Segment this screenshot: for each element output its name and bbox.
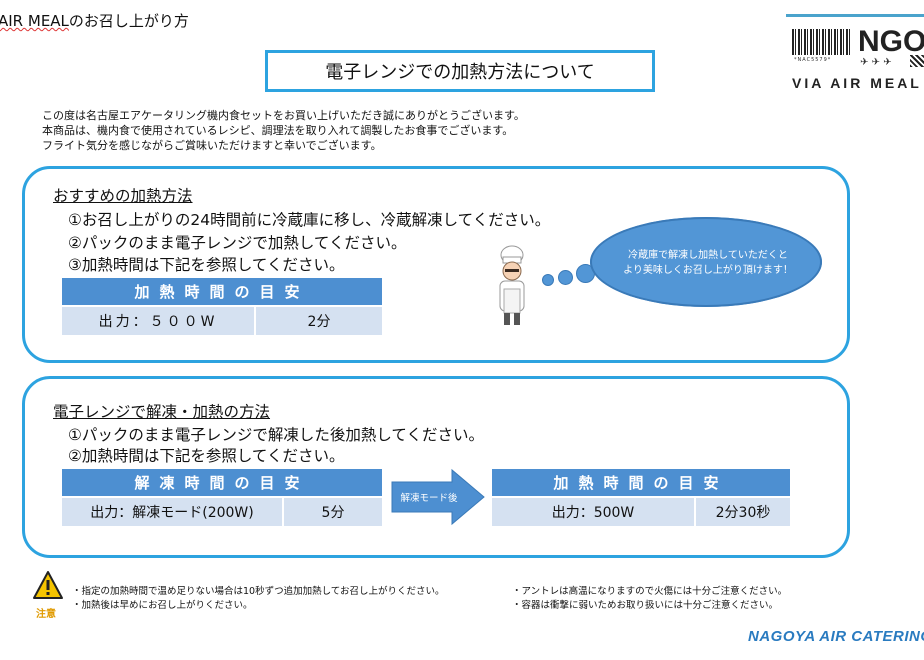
intro-line: この度は名古屋エアケータリング機内食セットをお買い上げいただき誠にありがとうござ… bbox=[42, 109, 525, 122]
thaw-time-cell: 5分 bbox=[284, 498, 382, 526]
air-meal-label: AIR MEAL bbox=[0, 12, 69, 30]
thought-bubble-dot bbox=[542, 274, 554, 286]
thaw-power-cell: 出力：解凍モード(200W) bbox=[62, 498, 282, 526]
caution-note: ・指定の加熱時間で温め足りない場合は10秒ずつ追加加熱してお召し上がりください。 bbox=[72, 586, 445, 597]
airplanes-icon: ✈ ✈ ✈ bbox=[860, 57, 892, 68]
tip-text: 冷蔵庫で解凍し加熱していただくと より美味しくお召し上がり頂けます！ bbox=[608, 248, 808, 278]
top-title-suffix: のお召し上がり方 bbox=[68, 12, 189, 30]
tip-line: より美味しくお召し上がり頂けます！ bbox=[623, 265, 793, 276]
heat-time-cell: 2分30秒 bbox=[696, 498, 790, 526]
intro-line: フライト気分を感じながらご賞味いただけますと幸いでございます。 bbox=[42, 139, 382, 152]
qr-code-icon bbox=[910, 55, 924, 67]
heat-power-cell: 出力：500W bbox=[492, 498, 694, 526]
chef-icon bbox=[499, 245, 525, 325]
thaw-heating-panel bbox=[22, 376, 850, 558]
company-footer-logo: NAGOYA AIR CATERING bbox=[748, 628, 924, 645]
heat-time-header: 加熱時間の目安 bbox=[492, 469, 790, 496]
caution-note: ・アントレは高温になりますので火傷には十分ご注意ください。 bbox=[512, 586, 788, 597]
section1-step-3: ③加熱時間は下記を参照してください。 bbox=[68, 256, 345, 274]
document-top-title: AIR MEALのお召し上がり方 bbox=[0, 10, 189, 31]
section1-step-2: ②パックのまま電子レンジで加熱してください。 bbox=[68, 234, 407, 252]
arrow-label: 解凍モード後 bbox=[400, 493, 458, 504]
caution-label: 注意 bbox=[36, 609, 56, 620]
intro-line: 本商品は、機内食で使用されているレシピ、調理法を取り入れて調製したお食事でござい… bbox=[42, 124, 514, 137]
barcode-icon bbox=[792, 29, 850, 55]
recommended-heating-panel bbox=[22, 166, 850, 363]
section2-heading: 電子レンジで解凍・加熱の方法 bbox=[53, 403, 271, 421]
section2-step-2: ②加熱時間は下記を参照してください。 bbox=[68, 447, 345, 465]
section1-step-1: ①お召し上がりの24時間前に冷蔵庫に移し、冷蔵解凍してください。 bbox=[68, 211, 551, 229]
arrow-right-icon bbox=[391, 468, 485, 526]
section2-step-1: ①パックのまま電子レンジで解凍した後加熱してください。 bbox=[68, 426, 484, 444]
warning-icon bbox=[33, 571, 63, 599]
page-title: 電子レンジでの加熱方法について bbox=[265, 50, 655, 92]
caution-note: ・加熱後は早めにお召し上がりください。 bbox=[72, 600, 253, 611]
tip-speech-cloud bbox=[590, 217, 822, 307]
barcode-code: *NAC5579* bbox=[794, 57, 832, 63]
heating-power-cell: 出力：５００W bbox=[62, 307, 254, 335]
heating-time-header: 加熱時間の目安 bbox=[62, 278, 382, 305]
section1-heading: おすすめの加熱方法 bbox=[53, 187, 193, 205]
caution-notes-left: ・指定の加熱時間で温め足りない場合は10秒ずつ追加加熱してお召し上がりください。… bbox=[72, 585, 445, 613]
ngo-via-air-meal-logo: *NAC5579* NGO ✈ ✈ ✈ VIA AIR MEAL bbox=[786, 14, 924, 97]
logo-tagline: VIA AIR MEAL bbox=[792, 75, 922, 91]
heating-time-cell: 2分 bbox=[256, 307, 382, 335]
intro-text: この度は名古屋エアケータリング機内食セットをお買い上げいただき誠にありがとうござ… bbox=[42, 108, 525, 153]
logo-brand: NGO bbox=[858, 25, 924, 58]
thought-bubble-dot bbox=[558, 270, 573, 285]
thaw-time-header: 解凍時間の目安 bbox=[62, 469, 382, 496]
tip-line: 冷蔵庫で解凍し加熱していただくと bbox=[628, 250, 788, 261]
caution-notes-right: ・アントレは高温になりますので火傷には十分ご注意ください。 ・容器は衝撃に弱いた… bbox=[512, 585, 787, 613]
caution-note: ・容器は衝撃に弱いためお取り扱いには十分ご注意ください。 bbox=[512, 600, 779, 611]
